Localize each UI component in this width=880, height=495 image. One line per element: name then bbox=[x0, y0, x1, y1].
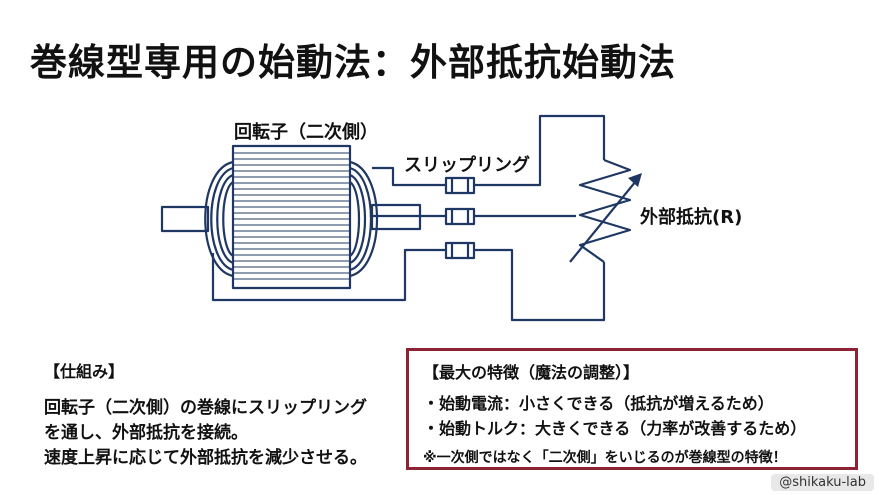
variable-arrow-head bbox=[628, 173, 642, 187]
feature-item: ・始動電流：小さくできる（抵抗が増えるため） bbox=[423, 394, 774, 413]
mechanism-section: 【仕組み】 回転子（二次側）の巻線にスリップリング を通し、外部抵抗を接続。 速… bbox=[44, 358, 414, 471]
end-winding-left bbox=[204, 160, 234, 278]
mechanism-heading: 【仕組み】 bbox=[44, 362, 125, 381]
wire-top bbox=[474, 114, 606, 187]
mechanism-line: 速度上昇に応じて外部抵抗を減少させる。 bbox=[44, 448, 367, 468]
slip-ring-label: スリップリング bbox=[404, 155, 530, 176]
slip-ring-3 bbox=[444, 241, 476, 260]
features-heading: 【最大の特徴（魔法の調整）】 bbox=[423, 363, 640, 382]
slip-ring-2 bbox=[444, 207, 476, 226]
variable-arrow bbox=[569, 180, 637, 263]
rotor-label: 回転子（二次側） bbox=[234, 122, 378, 143]
credit-badge: @shikaku-lab bbox=[771, 474, 874, 491]
resistor-label: 外部抵抗(R) bbox=[640, 207, 743, 228]
mechanism-line: を通し、外部抵抗を接続。 bbox=[44, 423, 248, 443]
features-note: ※一次側ではなく「二次側」をいじるのが巻線型の特徴！ bbox=[423, 450, 787, 466]
rotor-core-laminations bbox=[233, 152, 350, 280]
shaft-left bbox=[160, 205, 210, 233]
wound-rotor-diagram bbox=[160, 114, 642, 322]
lead-top bbox=[372, 166, 446, 187]
resistor-zigzag bbox=[578, 158, 632, 263]
feature-item: ・始動トルク：大きくできる（力率が改善するため） bbox=[423, 419, 807, 438]
mechanism-line: 回転子（二次側）の巻線にスリップリング bbox=[44, 398, 367, 418]
features-box: 【最大の特徴（魔法の調整）】 ・始動電流：小さくできる（抵抗が増えるため） ・始… bbox=[406, 348, 858, 470]
slip-ring-1 bbox=[444, 176, 476, 195]
page-title: 巻線型専用の始動法：外部抵抗始動法 bbox=[30, 41, 676, 84]
wire-bottom bbox=[474, 248, 606, 322]
lead-bottom bbox=[211, 248, 446, 302]
end-winding-right bbox=[349, 160, 379, 278]
rotor-core bbox=[231, 144, 352, 290]
